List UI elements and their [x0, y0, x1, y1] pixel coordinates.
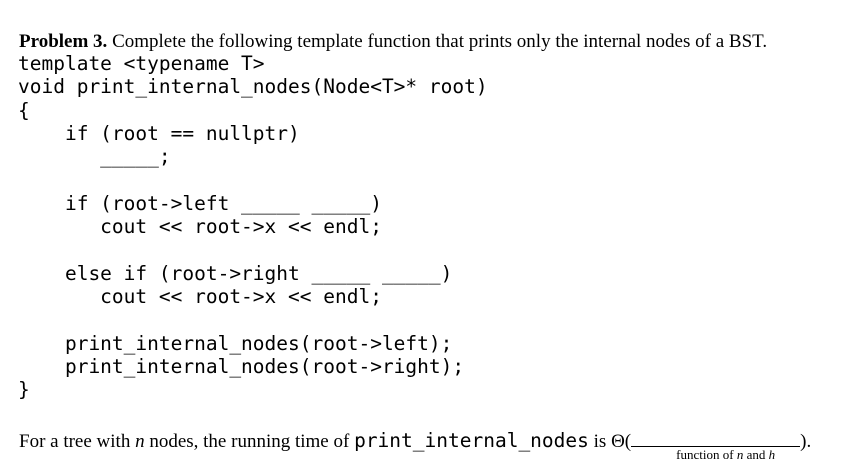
theta-notation: is Θ( [588, 431, 632, 452]
function-name-inline: print_internal_nodes [354, 429, 589, 452]
caption-var-h: h [768, 447, 776, 462]
problem-statement-text: Complete the following template function… [107, 31, 768, 52]
caption-var-n: n [736, 447, 744, 462]
blank-caption: function of n and h [641, 448, 810, 462]
problem-statement: Problem 3. Complete the following templa… [19, 31, 842, 53]
answer-blank: function of n and h [631, 427, 801, 462]
blank-caption-prefix: function of [676, 447, 737, 462]
question-text-after-n: nodes, the running time of [144, 431, 355, 452]
var-n: n [135, 431, 145, 452]
question-text-before-n: For a tree with [19, 431, 136, 452]
blank-caption-connector: and [743, 447, 769, 462]
problem-label: Problem 3. [19, 31, 108, 52]
running-time-sentence: For a tree with n nodes, the running tim… [19, 427, 812, 462]
question-text-close: ). [800, 431, 812, 452]
code-block: template <typename T> void print_interna… [18, 52, 488, 402]
